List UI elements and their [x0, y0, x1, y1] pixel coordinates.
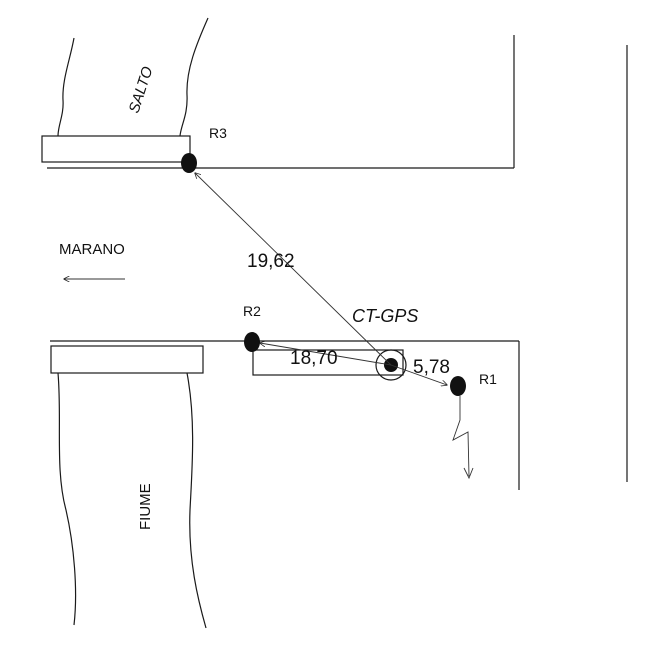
line-ct-to-r2 — [260, 343, 392, 366]
marano-label: MARANO — [59, 241, 125, 258]
r3-point — [181, 153, 197, 173]
line-ct-to-r3 — [195, 173, 392, 366]
bottom-slab — [50, 345, 204, 374]
distance-ct-r2: 18,70 — [290, 348, 338, 369]
r3-label: R3 — [209, 125, 227, 141]
r2-point — [244, 332, 260, 352]
fiume-right-edge — [186, 372, 207, 629]
r1-label: R1 — [479, 371, 497, 387]
r2-label: R2 — [243, 303, 261, 319]
ct-gps-outer-ring — [375, 349, 407, 381]
distance-ct-r1: 5,78 — [413, 357, 450, 378]
fiume-label: FIUME — [137, 483, 154, 530]
salto-label: SALTO — [126, 64, 157, 115]
line-ct-to-r1 — [390, 364, 447, 385]
ct-gps-label: CT-GPS — [352, 306, 418, 326]
r1-cable-zigzag — [452, 396, 470, 477]
salto-right-edge — [179, 17, 209, 137]
r1-cable-arrowhead — [463, 467, 474, 480]
r1-point — [450, 376, 466, 396]
distance-ct-r3: 19,62 — [247, 251, 295, 272]
ct-gps-box — [252, 349, 404, 376]
top-slab — [41, 135, 191, 163]
salto-left-edge — [57, 37, 75, 137]
fiume-left-edge — [57, 372, 77, 626]
